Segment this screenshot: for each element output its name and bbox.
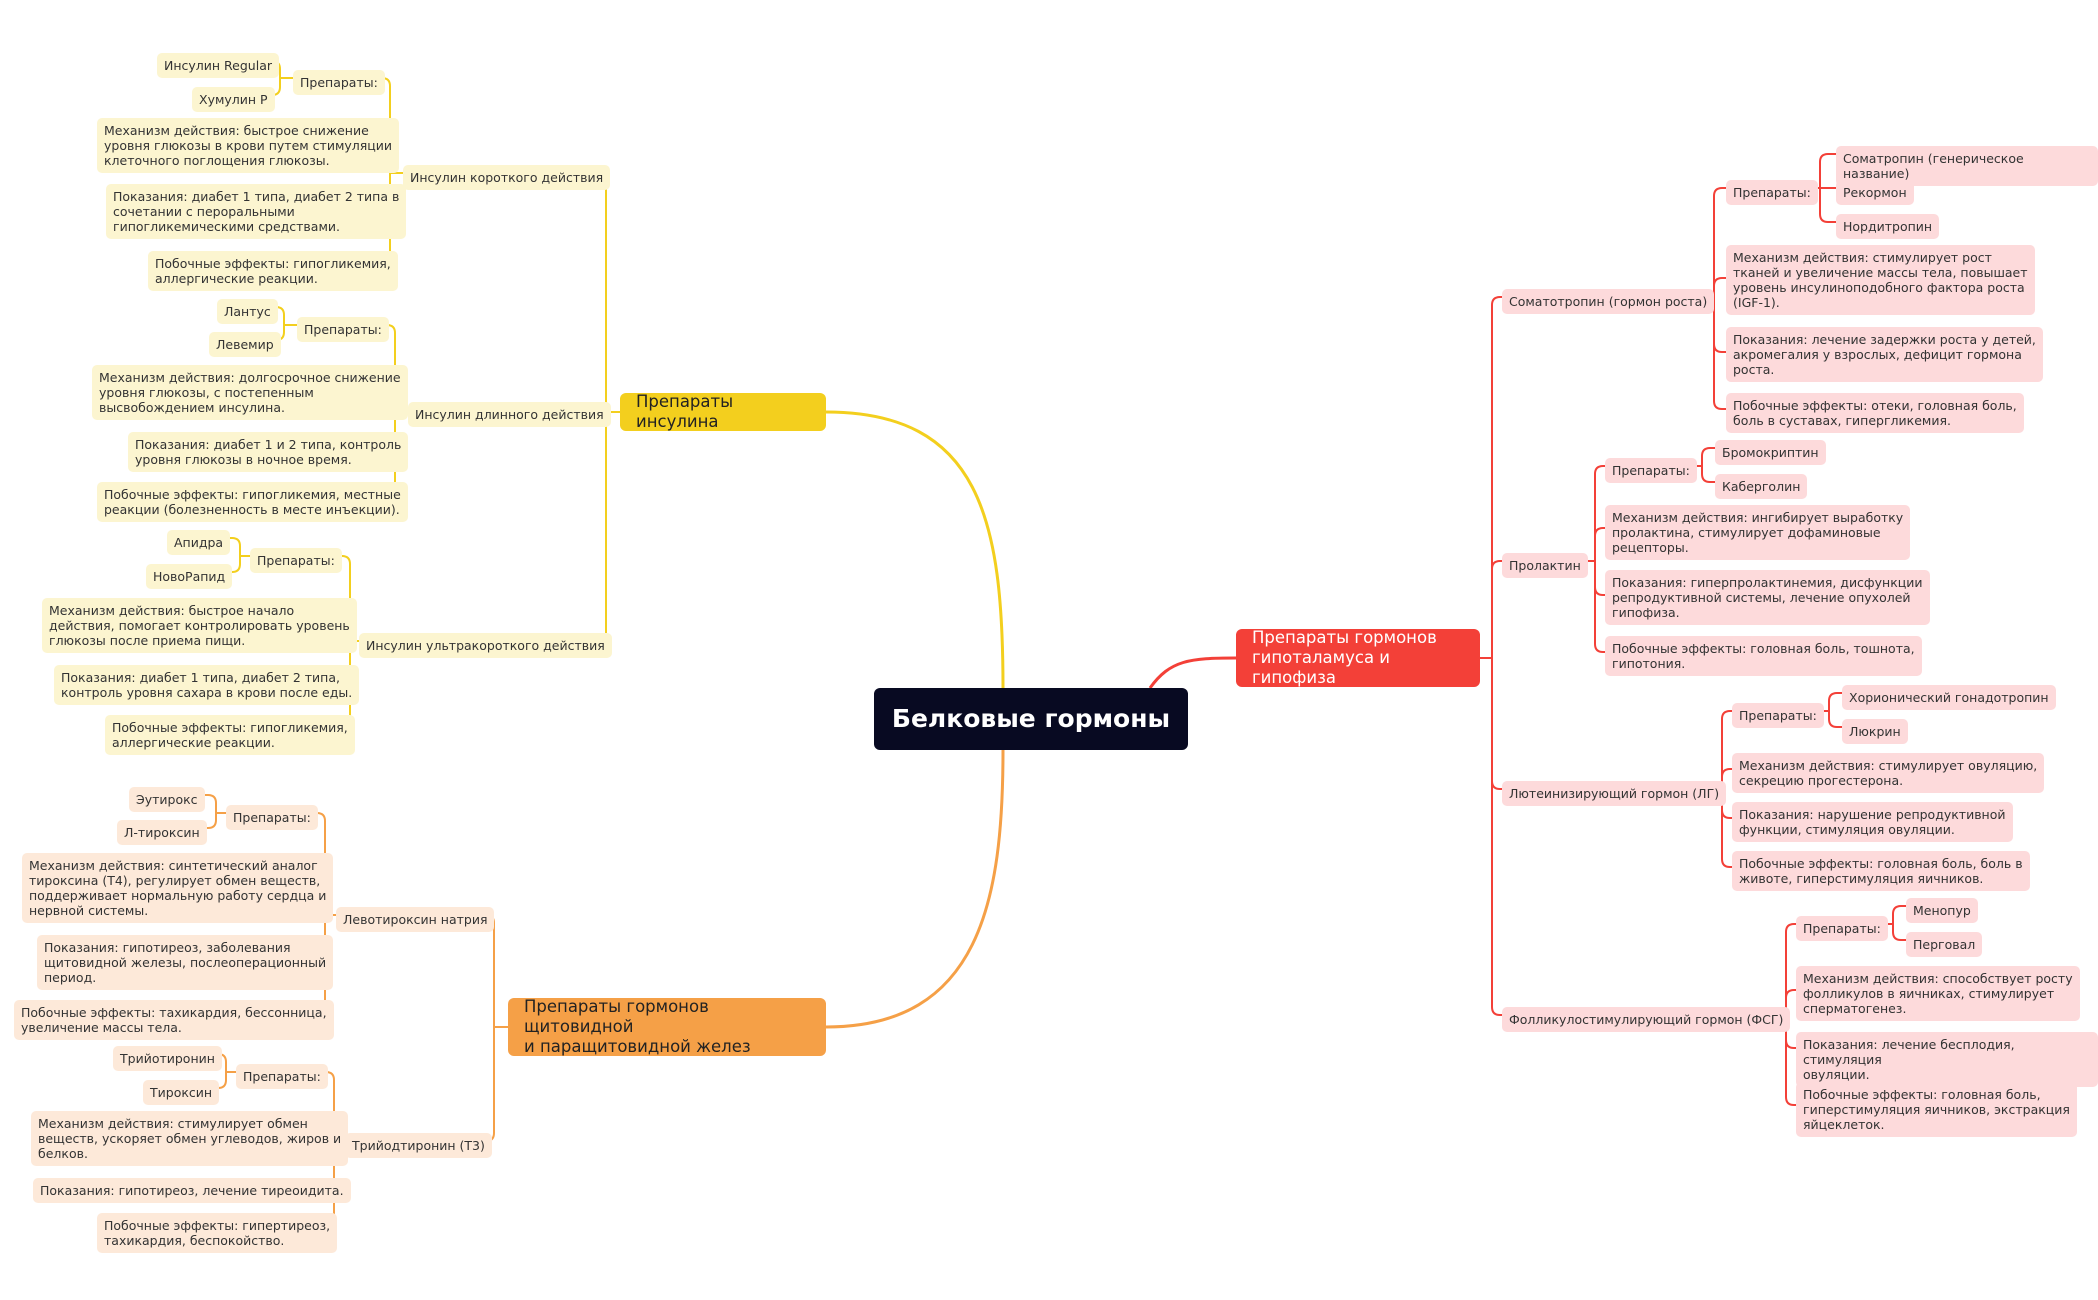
indications-note[interactable]: Показания: диабет 1 типа, диабет 2 типа,… bbox=[54, 665, 360, 705]
side-effects-note[interactable]: Побочные эффекты: гипертиреоз, тахикарди… bbox=[97, 1213, 338, 1253]
mechanism-note[interactable]: Механизм действия: стимулирует рост ткан… bbox=[1726, 245, 2035, 315]
prep-label[interactable]: Препараты: bbox=[236, 1064, 328, 1089]
side-effects-note[interactable]: Побочные эффекты: головная боль, тошнота… bbox=[1605, 636, 1922, 676]
prep-item[interactable]: Л-тироксин bbox=[117, 820, 207, 845]
indications-note[interactable]: Показания: диабет 1 типа, диабет 2 типа … bbox=[106, 184, 407, 239]
prep-item[interactable]: Тироксин bbox=[143, 1080, 220, 1105]
topic-insulin-long[interactable]: Инсулин длинного действия bbox=[408, 402, 611, 427]
prep-item[interactable]: Апидра bbox=[167, 530, 231, 555]
mechanism-note[interactable]: Механизм действия: ингибирует выработку … bbox=[1605, 505, 1911, 560]
indications-note[interactable]: Показания: лечение задержки роста у дете… bbox=[1726, 327, 2043, 382]
mechanism-note[interactable]: Механизм действия: быстрое начало действ… bbox=[42, 598, 357, 653]
branch-thyroid-title: Препараты гормонов щитовидной и паращито… bbox=[524, 997, 751, 1056]
branch-hypothalamus-title: Препараты гормонов гипоталамуса и гипофи… bbox=[1252, 628, 1437, 687]
topic-insulin-short[interactable]: Инсулин короткого действия bbox=[403, 165, 611, 190]
mechanism-note[interactable]: Механизм действия: долгосрочное снижение… bbox=[92, 365, 408, 420]
mechanism-note[interactable]: Механизм действия: стимулирует обмен вещ… bbox=[31, 1111, 349, 1166]
prep-label[interactable]: Препараты: bbox=[250, 548, 342, 573]
prep-item[interactable]: Каберголин bbox=[1715, 474, 1808, 499]
indications-note[interactable]: Показания: лечение бесплодия, стимуляция… bbox=[1796, 1032, 2098, 1087]
prep-item[interactable]: Перговал bbox=[1906, 932, 1983, 957]
prep-label[interactable]: Препараты: bbox=[1796, 916, 1888, 941]
root-title: Белковые гормоны bbox=[891, 704, 1171, 733]
prep-label[interactable]: Препараты: bbox=[1732, 703, 1824, 728]
prep-label[interactable]: Препараты: bbox=[1726, 180, 1818, 205]
side-effects-note[interactable]: Побочные эффекты: гипогликемия, аллергич… bbox=[105, 715, 355, 755]
prep-item[interactable]: Бромокриптин bbox=[1715, 440, 1826, 465]
topic-prolactin[interactable]: Пролактин bbox=[1502, 553, 1588, 578]
prep-item[interactable]: Нордитропин bbox=[1836, 214, 1940, 239]
prep-label[interactable]: Препараты: bbox=[297, 317, 389, 342]
root-node[interactable]: Белковые гормоны bbox=[874, 688, 1188, 750]
prep-item[interactable]: Инсулин Regular bbox=[157, 53, 279, 78]
indications-note[interactable]: Показания: диабет 1 и 2 типа, контроль у… bbox=[128, 432, 409, 472]
topic-levothyroxine[interactable]: Левотироксин натрия bbox=[336, 907, 495, 932]
prep-label[interactable]: Препараты: bbox=[1605, 458, 1697, 483]
mechanism-note[interactable]: Механизм действия: синтетический аналог … bbox=[22, 853, 334, 923]
branch-insulin[interactable]: Препараты инсулина bbox=[620, 392, 826, 431]
mechanism-note[interactable]: Механизм действия: способствует росту фо… bbox=[1796, 966, 2080, 1021]
mechanism-note[interactable]: Механизм действия: быстрое снижение уров… bbox=[97, 118, 400, 173]
topic-fsh[interactable]: Фолликулостимулирующий гормон (ФСГ) bbox=[1502, 1007, 1791, 1032]
prep-item[interactable]: Рекормон bbox=[1836, 180, 1914, 205]
topic-triiodothyronine[interactable]: Трийодтиронин (Т3) bbox=[345, 1133, 492, 1158]
topic-insulin-ultra[interactable]: Инсулин ультракороткого действия bbox=[359, 633, 612, 658]
prep-item[interactable]: Хумулин Р bbox=[192, 87, 275, 112]
prep-item[interactable]: Трийотиронин bbox=[113, 1046, 222, 1071]
branch-insulin-title: Препараты инсулина bbox=[636, 392, 734, 431]
side-effects-note[interactable]: Побочные эффекты: головная боль, боль в … bbox=[1732, 851, 2030, 891]
indications-note[interactable]: Показания: гипотиреоз, лечение тиреоидит… bbox=[33, 1178, 351, 1203]
mechanism-note[interactable]: Механизм действия: стимулирует овуляцию,… bbox=[1732, 753, 2045, 793]
side-effects-note[interactable]: Побочные эффекты: тахикардия, бессонница… bbox=[14, 1000, 334, 1040]
indications-note[interactable]: Показания: нарушение репродуктивной функ… bbox=[1732, 802, 2013, 842]
side-effects-note[interactable]: Побочные эффекты: головная боль, гиперст… bbox=[1796, 1082, 2077, 1137]
prep-item[interactable]: Хорионический гонадотропин bbox=[1842, 685, 2056, 710]
branch-thyroid[interactable]: Препараты гормонов щитовидной и паращито… bbox=[508, 997, 826, 1056]
prep-item[interactable]: Эутирокс bbox=[129, 787, 205, 812]
topic-lh[interactable]: Лютеинизирующий гормон (ЛГ) bbox=[1502, 781, 1727, 806]
side-effects-note[interactable]: Побочные эффекты: гипогликемия, местные … bbox=[97, 482, 408, 522]
indications-note[interactable]: Показания: гипотиреоз, заболевания щитов… bbox=[37, 935, 334, 990]
prep-item[interactable]: Соматропин (генерическое название) bbox=[1836, 146, 2098, 186]
prep-item[interactable]: Лантус bbox=[217, 299, 278, 324]
prep-item[interactable]: Левемир bbox=[209, 332, 281, 357]
side-effects-note[interactable]: Побочные эффекты: отеки, головная боль, … bbox=[1726, 393, 2024, 433]
topic-somatotropin[interactable]: Соматотропин (гормон роста) bbox=[1502, 289, 1715, 314]
prep-item[interactable]: НовоРапид bbox=[146, 564, 233, 589]
prep-label[interactable]: Препараты: bbox=[293, 70, 385, 95]
prep-item[interactable]: Люкрин bbox=[1842, 719, 1908, 744]
side-effects-note[interactable]: Побочные эффекты: гипогликемия, аллергич… bbox=[148, 251, 398, 291]
indications-note[interactable]: Показания: гиперпролактинемия, дисфункци… bbox=[1605, 570, 1930, 625]
prep-item[interactable]: Менопур bbox=[1906, 898, 1978, 923]
branch-hypothalamus[interactable]: Препараты гормонов гипоталамуса и гипофи… bbox=[1236, 628, 1480, 687]
prep-label[interactable]: Препараты: bbox=[226, 805, 318, 830]
